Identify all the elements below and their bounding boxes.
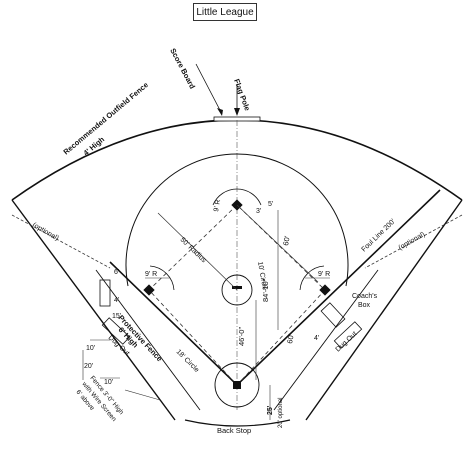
back-stop-arc: [184, 419, 291, 427]
first-base-arc: [299, 265, 325, 291]
foul-line-left: [109, 261, 238, 386]
radius-9-second-label: 9' R: [213, 199, 222, 212]
home-plate: [233, 381, 241, 389]
third-base: [143, 284, 155, 296]
third-base-arc: [149, 265, 175, 291]
dim-15-label: 15': [112, 313, 121, 320]
second-base-arc: [212, 188, 262, 206]
dugout-left: [101, 317, 131, 345]
infield-grass-arc: [125, 153, 349, 287]
back-stop-label: Back Stop: [217, 426, 251, 435]
backstop-fence-leader: [124, 389, 161, 401]
dim-4-left-label: 4': [114, 297, 119, 304]
dim-25-label: 25': [267, 405, 274, 415]
base-path-diamond: [148, 204, 326, 386]
optional-right-label: (optional): [398, 231, 427, 252]
dim-4-right-label: 4': [314, 335, 319, 342]
left-side-fence: [11, 199, 176, 421]
protective-fence-left: [95, 269, 201, 411]
radius-9-left-label: 9' R: [145, 271, 157, 278]
page-title: Little League: [193, 3, 257, 21]
score-board-leader: [195, 63, 223, 115]
flag-pole-arrow: [234, 108, 240, 116]
dim-10-a-label: 10': [86, 345, 95, 352]
radius-50-leader: [157, 212, 238, 291]
dim-20-optional-label: 20' optional: [278, 397, 284, 428]
coach-box-label-2: Box: [358, 302, 371, 309]
dugout-right: [333, 321, 363, 349]
optional-left-line: [11, 214, 111, 269]
distance-60-upper-line: [236, 204, 319, 283]
foul-line-right: [236, 189, 441, 386]
left-coach-box: [99, 279, 111, 307]
protective-fence-right: [273, 269, 379, 411]
right-side-fence: [305, 199, 463, 421]
distance-60-lower-label: 60': [285, 333, 296, 345]
dim-5-label: 5': [268, 201, 273, 208]
score-board-arrow: [217, 108, 223, 116]
radius-50-label: 50' Radius: [179, 236, 208, 264]
first-base: [319, 284, 331, 296]
right-coach-box: [320, 302, 346, 328]
score-board-label: Score Board: [168, 47, 197, 91]
dim-20-label: 20': [84, 363, 93, 370]
circle-18-label: 18' Circle: [175, 348, 201, 374]
radius-9-right-label: 9' R: [318, 271, 330, 278]
dim-3-label: 3': [256, 208, 261, 215]
dim-46-label: 46'-0": [237, 327, 246, 346]
dim-84-label: 84'-10": [261, 278, 270, 302]
home-plate-circle: [214, 362, 260, 408]
dim-10-b-label: 10': [104, 379, 113, 386]
flag-pole-label: Flag Pole: [232, 78, 252, 112]
optional-right-line: [364, 214, 463, 269]
outfield-fence-label: Recommended Outfield Fence: [62, 80, 150, 156]
distance-60-upper-label: 60': [281, 235, 292, 247]
dim-6-left-label: 6': [114, 269, 119, 276]
pitchers-circle: [221, 274, 253, 306]
circle-10-label: 10' Circle: [256, 261, 268, 291]
coach-box-label-1: Coach's: [352, 293, 378, 300]
pitchers-rubber: [232, 286, 242, 289]
